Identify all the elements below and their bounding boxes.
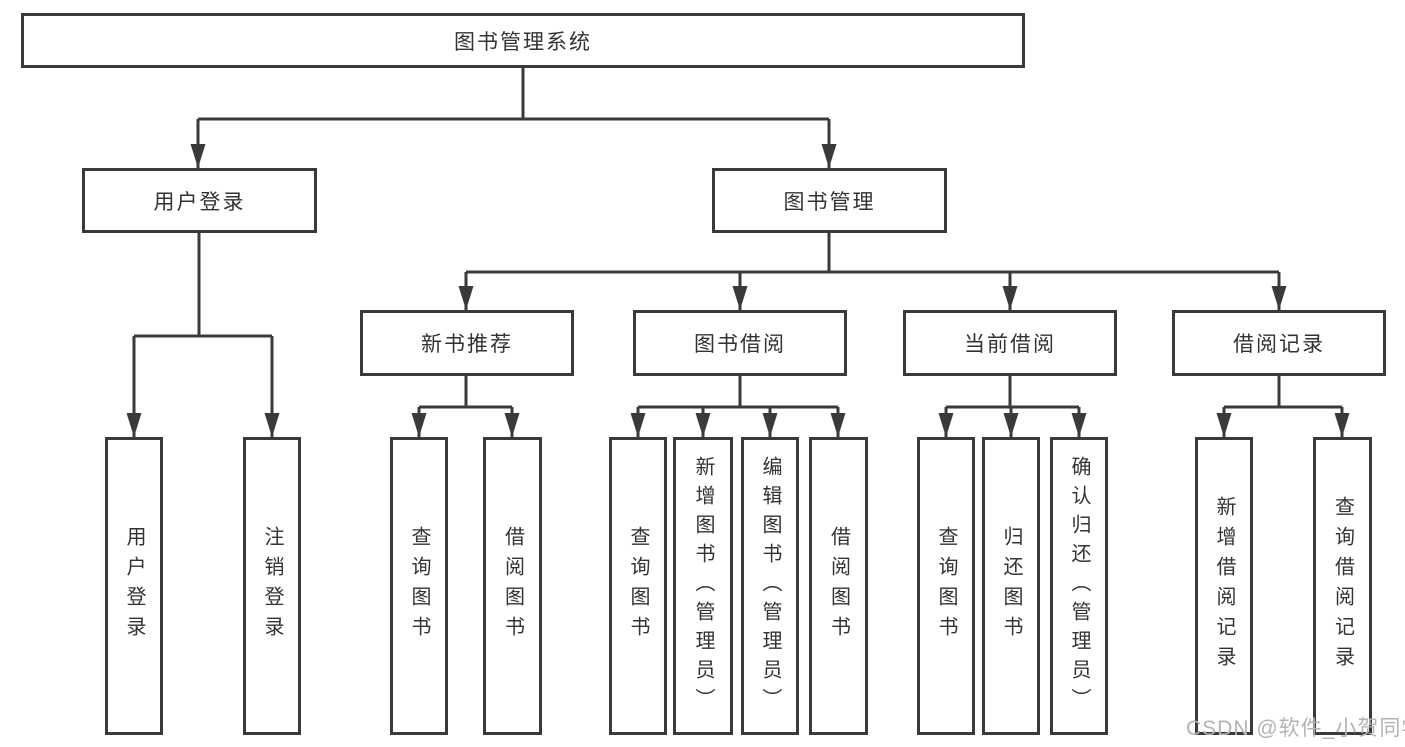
leaf-label: 查询图书	[408, 526, 430, 646]
node-label: 借阅记录	[1233, 333, 1325, 356]
node-borrowing-records: 借阅记录	[1172, 310, 1386, 376]
node-label: 图书借阅	[694, 333, 786, 356]
leaf-user-login: 用户登录	[105, 437, 163, 735]
leaf-label: 归还图书	[1000, 526, 1022, 646]
edges-borrowing-records	[1216, 376, 1350, 437]
node-label: 图书管理系统	[454, 30, 592, 54]
leaf-label: 查询图书	[627, 526, 649, 646]
leaf-label: 借阅图书	[827, 526, 850, 646]
leaf-label: 确认归还（管理员）	[1068, 455, 1090, 717]
leaf-return-book: 归还图书	[982, 437, 1040, 735]
edges-new-book-recommendation	[411, 376, 520, 437]
leaf-borrow-books-borrowing: 借阅图书	[809, 437, 868, 735]
leaf-borrow-books-recommend: 借阅图书	[483, 437, 542, 735]
leaf-add-book-admin: 新增图书（管理员）	[673, 437, 733, 735]
leaf-label: 注销登录	[261, 526, 283, 646]
node-label: 用户登录	[153, 190, 246, 214]
node-book-borrowing: 图书借阅	[633, 310, 847, 376]
csdn-watermark: CSDN @软件_小贺同学	[1186, 717, 1405, 740]
node-new-book-recommendation: 新书推荐	[360, 310, 574, 376]
node-book-management-branch: 图书管理	[712, 168, 947, 233]
leaf-label: 查询图书	[935, 526, 957, 646]
leaf-label: 新增借阅记录	[1213, 496, 1235, 676]
leaf-label: 查询借阅记录	[1331, 496, 1354, 676]
edges-current-borrowing	[938, 376, 1087, 437]
leaf-logout: 注销登录	[243, 437, 301, 735]
node-user-login-branch: 用户登录	[82, 168, 317, 233]
edges-book-management	[458, 233, 1287, 310]
node-current-borrowing: 当前借阅	[903, 310, 1117, 376]
leaf-edit-book-admin: 编辑图书（管理员）	[741, 437, 799, 735]
edges-root	[190, 68, 837, 168]
leaf-query-books-borrowing: 查询图书	[609, 437, 667, 735]
node-label: 新书推荐	[421, 333, 513, 356]
leaf-label: 编辑图书（管理员）	[759, 455, 781, 717]
edges-book-borrowing	[630, 376, 846, 437]
node-label: 当前借阅	[964, 333, 1056, 356]
leaf-confirm-return-admin: 确认归还（管理员）	[1050, 437, 1108, 735]
leaf-query-borrow-record: 查询借阅记录	[1313, 437, 1372, 735]
leaf-query-books-recommend: 查询图书	[390, 437, 448, 735]
leaf-add-borrow-record: 新增借阅记录	[1195, 437, 1253, 735]
leaf-label: 新增图书（管理员）	[692, 455, 714, 717]
leaf-label: 用户登录	[123, 526, 145, 646]
node-library-management-system: 图书管理系统	[21, 13, 1025, 68]
edges-user-login	[126, 233, 280, 437]
leaf-label: 借阅图书	[501, 526, 524, 646]
leaf-query-books-current: 查询图书	[917, 437, 975, 735]
node-label: 图书管理	[783, 190, 876, 214]
